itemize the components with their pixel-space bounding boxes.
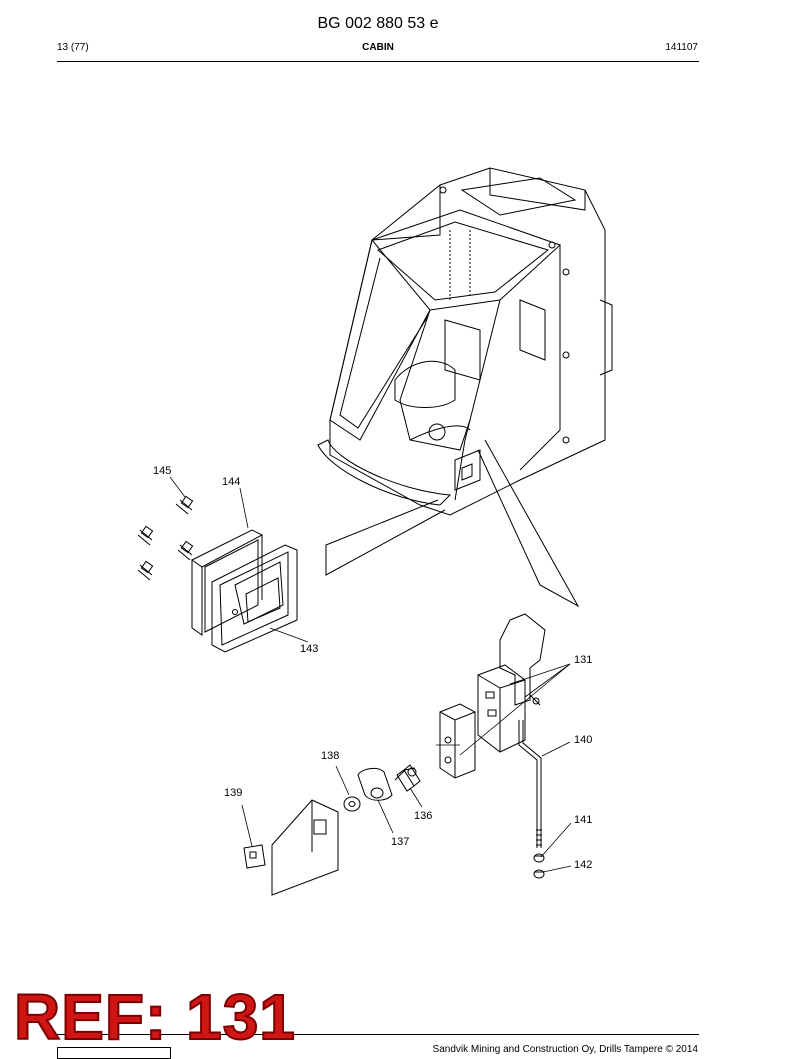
rod-assembly: [518, 720, 545, 879]
latch-assembly: [439, 613, 546, 779]
cabin-assembly: [317, 167, 613, 516]
revision-date: 141107: [665, 42, 698, 53]
callout-142: 142: [574, 859, 592, 871]
footer-rule: [57, 1034, 699, 1035]
leader-lines: [169, 476, 572, 873]
callout-144: 144: [222, 476, 240, 488]
section-title: CABIN: [362, 42, 394, 53]
projection-lines: [325, 439, 580, 608]
page-number: 13 (77): [57, 42, 89, 53]
callout-136: 136: [414, 810, 432, 822]
reference-stamp: REF: 131: [13, 981, 296, 1053]
document-code: BG 002 880 53 e: [317, 15, 439, 32]
handle-parts: [343, 764, 421, 812]
screws: [137, 495, 194, 581]
window-frame-assembly: [191, 529, 298, 653]
callout-141: 141: [574, 814, 592, 826]
callout-145: 145: [153, 465, 171, 477]
callout-139: 139: [224, 787, 242, 799]
callout-137: 137: [391, 836, 409, 848]
callout-140: 140: [574, 734, 592, 746]
callout-131: 131: [574, 654, 592, 666]
callout-numbers: 145 144 143 131 140 138 139 136 137 141 …: [153, 465, 592, 871]
copyright-text: Sandvik Mining and Construction Oy, Dril…: [432, 1044, 698, 1055]
header-rule: [57, 61, 699, 62]
plate-assembly: [243, 799, 339, 896]
callout-143: 143: [300, 643, 318, 655]
callout-138: 138: [321, 750, 339, 762]
